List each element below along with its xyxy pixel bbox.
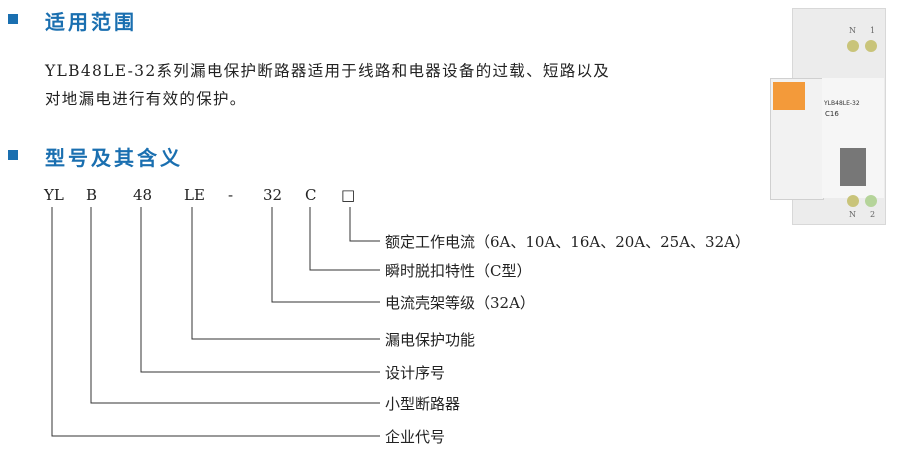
label-rated-current: 额定工作电流（6A、10A、16A、20A、25A、32A） <box>385 233 750 251</box>
label-leakage-protection: 漏电保护功能 <box>385 331 476 349</box>
scope-text-line1: YLB48LE-32系列漏电保护断路器适用于线路和电器设备的过载、短路以及 <box>45 62 611 80</box>
label-design-number: 设计序号 <box>385 364 446 382</box>
terminal-label: 1 <box>870 26 876 35</box>
section-title-scope: 适用范围 <box>45 10 137 34</box>
terminal-label: N <box>849 26 856 35</box>
scope-text-line2: 对地漏电进行有效的保护。 <box>45 90 247 108</box>
product-image: N 1 YLB48LE-32 C16 N 2 <box>770 8 895 225</box>
code-dash: - <box>228 186 234 204</box>
label-miniature-breaker: 小型断路器 <box>385 395 461 413</box>
label-trip-characteristic: 瞬时脱扣特性（C型） <box>385 262 532 280</box>
code-32: 32 <box>263 186 283 204</box>
terminal-label: 2 <box>870 210 876 219</box>
label-company-code: 企业代号 <box>385 428 446 446</box>
code-le: LE <box>184 186 205 204</box>
product-rating-label: C16 <box>825 110 839 118</box>
code-yl: YL <box>44 186 64 204</box>
code-box: □ <box>341 186 356 204</box>
section-title-model: 型号及其含义 <box>45 146 183 170</box>
code-b: B <box>86 186 98 204</box>
bullet-icon <box>8 150 18 160</box>
code-48: 48 <box>133 186 153 204</box>
code-c: C <box>305 186 317 204</box>
bullet-icon <box>8 14 18 24</box>
label-frame-rating: 电流壳架等级（32A） <box>385 294 535 312</box>
terminal-label: N <box>849 210 856 219</box>
product-model-label: YLB48LE-32 <box>824 100 860 107</box>
